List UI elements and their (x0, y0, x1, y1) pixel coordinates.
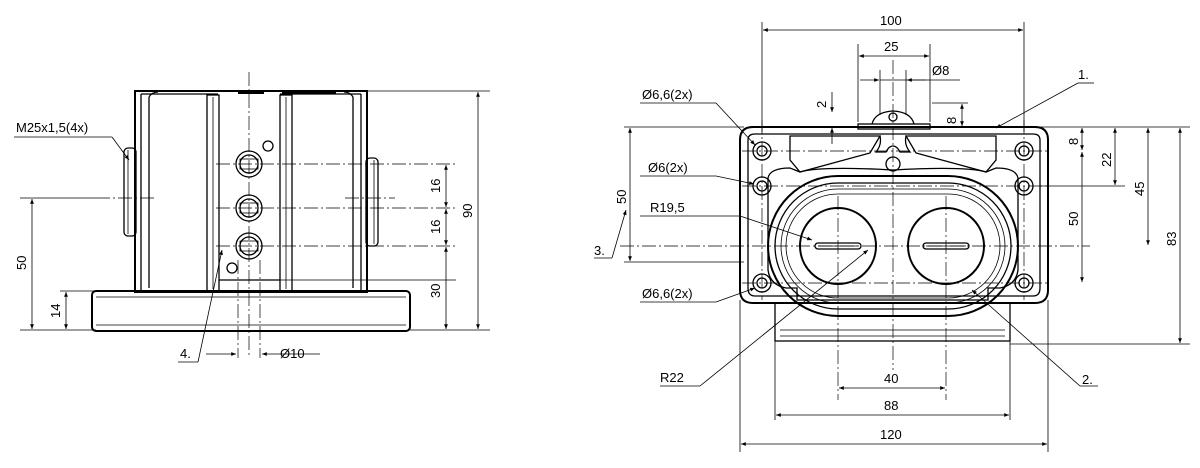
dim-50-front-left: 50 (614, 190, 629, 204)
callout-2: 2. (1082, 372, 1093, 387)
side-view: M25x1,5(4x) 50 14 90 16 16 30 Ø10 4. (14, 72, 490, 363)
holes-bot-label: Ø6,6(2x) (642, 286, 693, 301)
dim-16-b: 16 (428, 220, 443, 234)
front-housing (739, 126, 1049, 304)
dim-25: 25 (884, 39, 898, 54)
dim-120: 120 (880, 427, 902, 442)
dim-d8: Ø8 (932, 63, 949, 78)
dim-30: 30 (428, 284, 443, 298)
switch-body (134, 90, 368, 293)
dim-50-left: 50 (14, 256, 29, 270)
dim-8-right: 8 (1066, 138, 1081, 145)
dim-14: 14 (48, 304, 63, 318)
dim-d10: Ø10 (280, 346, 305, 361)
dim-90: 90 (460, 204, 475, 218)
holes-top-label: Ø6,6(2x) (642, 87, 693, 102)
gland-left (123, 147, 137, 237)
radius-19-label: R19,5 (650, 200, 685, 215)
callout-4: 4. (180, 346, 191, 361)
dim-16-a: 16 (428, 179, 443, 193)
dim-100: 100 (880, 13, 902, 28)
dim-83: 83 (1164, 232, 1179, 246)
dim-50-right: 50 (1066, 212, 1081, 226)
dim-45: 45 (1132, 182, 1147, 196)
holes-mid-label: Ø6(2x) (648, 160, 688, 175)
dim-22: 22 (1099, 153, 1114, 167)
front-view: 100 25 Ø8 2 8 Ø6,6(2x) Ø6(2x) Ø6,6(2x) R… (594, 13, 1190, 452)
callout-1: 1. (1078, 67, 1089, 82)
oval-ring-outer (767, 175, 1019, 317)
dim-8-top: 8 (944, 117, 959, 124)
radius-22-label: R22 (660, 370, 684, 385)
dim-2: 2 (814, 101, 829, 108)
dim-88: 88 (884, 398, 898, 413)
dim-40: 40 (884, 371, 898, 386)
thread-label: M25x1,5(4x) (16, 120, 88, 135)
callout-3: 3. (594, 243, 605, 258)
